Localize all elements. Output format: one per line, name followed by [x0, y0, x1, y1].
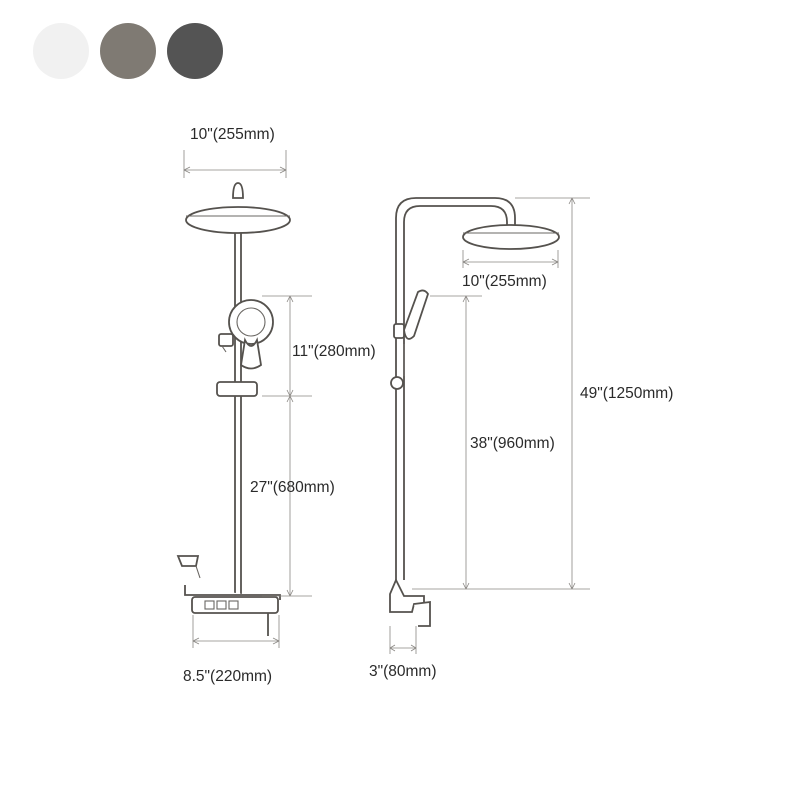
bidet-sprayer [176, 555, 201, 579]
front-view: 10"(255mm) [176, 126, 376, 685]
handshower-height-label: 11"(280mm) [292, 343, 376, 360]
shower-head-side [462, 224, 560, 250]
hand-shower-front [218, 299, 274, 370]
slide-bar-height-label: 27"(680mm) [250, 479, 335, 496]
depth-label: 3"(80mm) [369, 663, 437, 680]
side-view: 10"(255mm) 49"(1250mm) 38"(960mm) 3"(80m… [369, 197, 673, 680]
thermostatic-shelf-side [389, 577, 431, 627]
riser-height-label: 38"(960mm) [470, 435, 555, 452]
shower-head-front [185, 182, 291, 234]
shelf-width-label: 8.5"(220mm) [183, 668, 272, 685]
slide-holder [216, 381, 258, 397]
front-top-width-label: 10"(255mm) [190, 126, 275, 143]
color-swatch-white[interactable] [33, 23, 89, 79]
thermostatic-shelf-front [184, 585, 281, 636]
color-swatch-dark-gray[interactable] [167, 23, 223, 79]
color-swatch-gray[interactable] [100, 23, 156, 79]
total-height-label: 49"(1250mm) [580, 385, 673, 402]
side-head-width-label: 10"(255mm) [462, 273, 547, 290]
hand-shower-side [390, 289, 429, 390]
